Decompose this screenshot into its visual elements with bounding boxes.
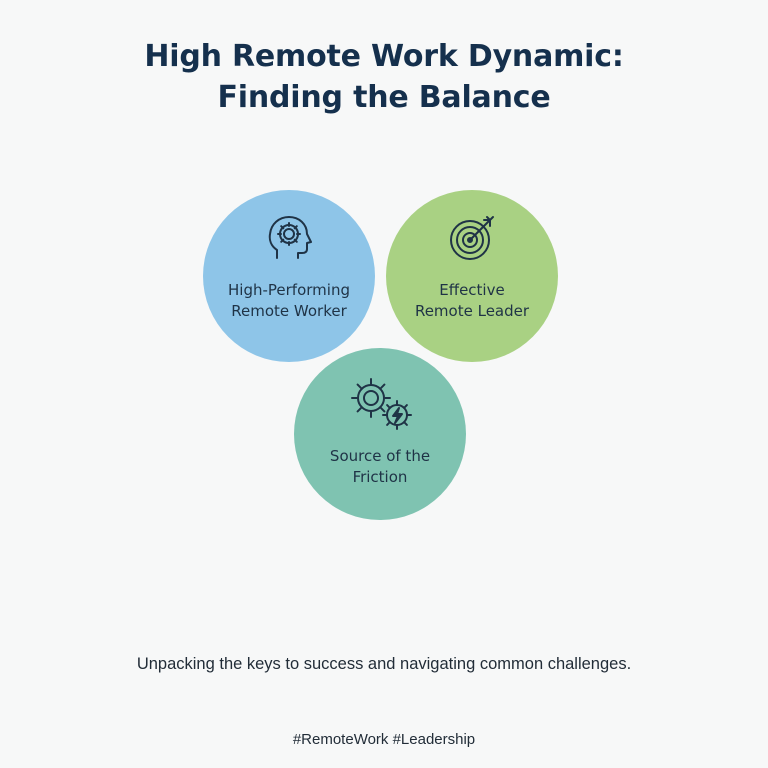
label-line-1: Effective bbox=[439, 281, 505, 299]
circle-label: High-Performing Remote Worker bbox=[203, 280, 375, 322]
circle-source-of-friction: Source of the Friction bbox=[294, 348, 466, 520]
gears-lightning-icon bbox=[351, 378, 412, 430]
circle-remote-leader: Effective Remote Leader bbox=[386, 190, 558, 362]
label-line-1: Source of the bbox=[329, 447, 431, 465]
subtitle: Unpacking the keys to success and naviga… bbox=[136, 655, 632, 673]
title-line-2: Finding the Balance bbox=[217, 80, 551, 115]
circle-label: Source of the Friction bbox=[294, 446, 466, 488]
title-line-1: High Remote Work Dynamic: bbox=[144, 39, 624, 74]
circle-remote-worker: High-Performing Remote Worker bbox=[203, 190, 375, 362]
target-arrow-icon bbox=[450, 216, 494, 260]
circle-label: Effective Remote Leader bbox=[386, 280, 558, 322]
hashtags: #RemoteWork #Leadership bbox=[292, 731, 476, 748]
label-line-2: Remote Leader bbox=[414, 302, 530, 320]
label-line-2: Friction bbox=[352, 468, 408, 486]
label-line-2: Remote Worker bbox=[231, 302, 347, 320]
page-title: High Remote Work Dynamic: Finding the Ba… bbox=[0, 36, 768, 118]
head-gear-icon bbox=[268, 216, 312, 259]
label-line-1: High-Performing bbox=[228, 281, 350, 299]
